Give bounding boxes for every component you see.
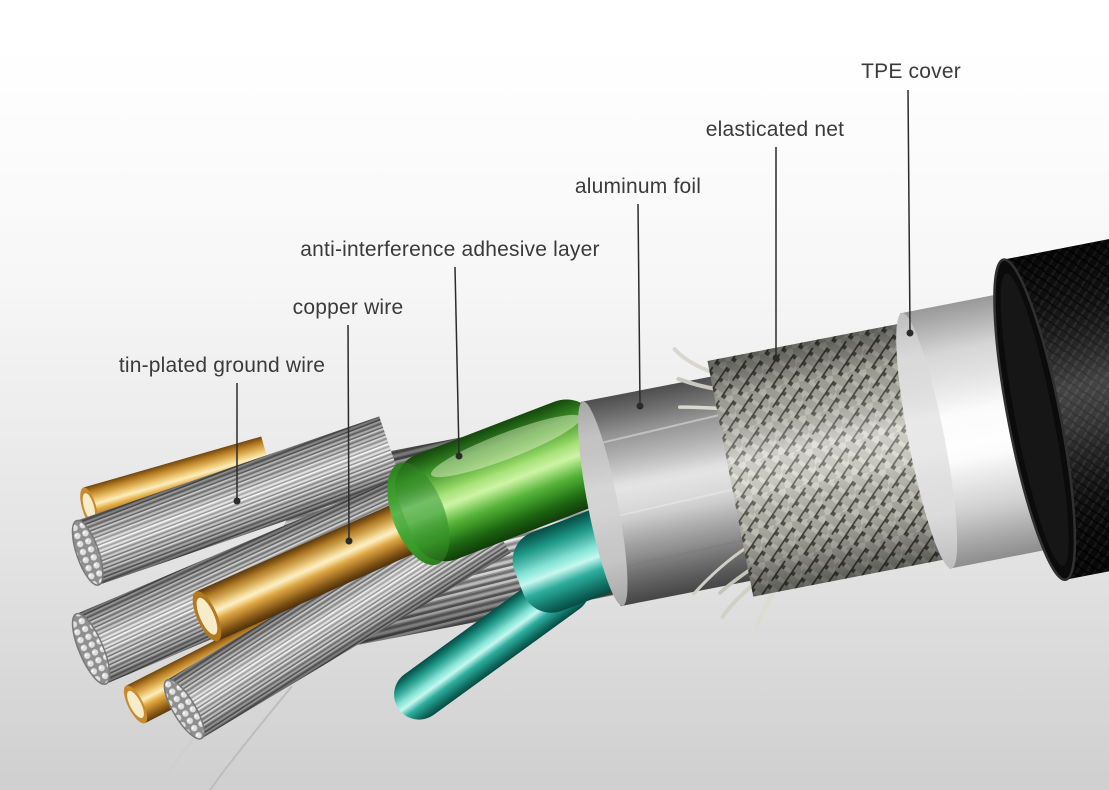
leader-dot-adhesive-layer: [455, 452, 463, 460]
leader-dot-elasticated-net: [772, 354, 780, 362]
leader-elasticated-net: [772, 147, 780, 362]
label-adhesive-layer: anti-interference adhesive layer: [300, 238, 600, 261]
adhesive-layer: [387, 399, 617, 566]
leader-adhesive-layer: [454, 266, 463, 460]
outer-jacket: [993, 213, 1109, 581]
label-aluminum-foil: aluminum foil: [574, 175, 702, 198]
leader-lines: [233, 89, 914, 545]
leader-dot-copper-wire: [345, 537, 353, 545]
leader-dot-aluminum-foil: [636, 402, 644, 410]
leader-aluminum-foil: [636, 203, 644, 410]
label-tpe-cover: TPE cover: [861, 60, 961, 83]
leader-dot-ground-wire: [233, 497, 241, 505]
cable: [71, 213, 1109, 790]
label-ground-wire: tin-plated ground wire: [118, 354, 326, 377]
leader-dot-tpe-cover: [906, 329, 914, 337]
leader-tpe-cover: [906, 89, 914, 337]
leader-ground-wire: [233, 383, 241, 505]
label-copper-wire: copper wire: [292, 296, 404, 319]
label-elasticated-net: elasticated net: [705, 118, 845, 141]
leader-copper-wire: [345, 324, 353, 545]
